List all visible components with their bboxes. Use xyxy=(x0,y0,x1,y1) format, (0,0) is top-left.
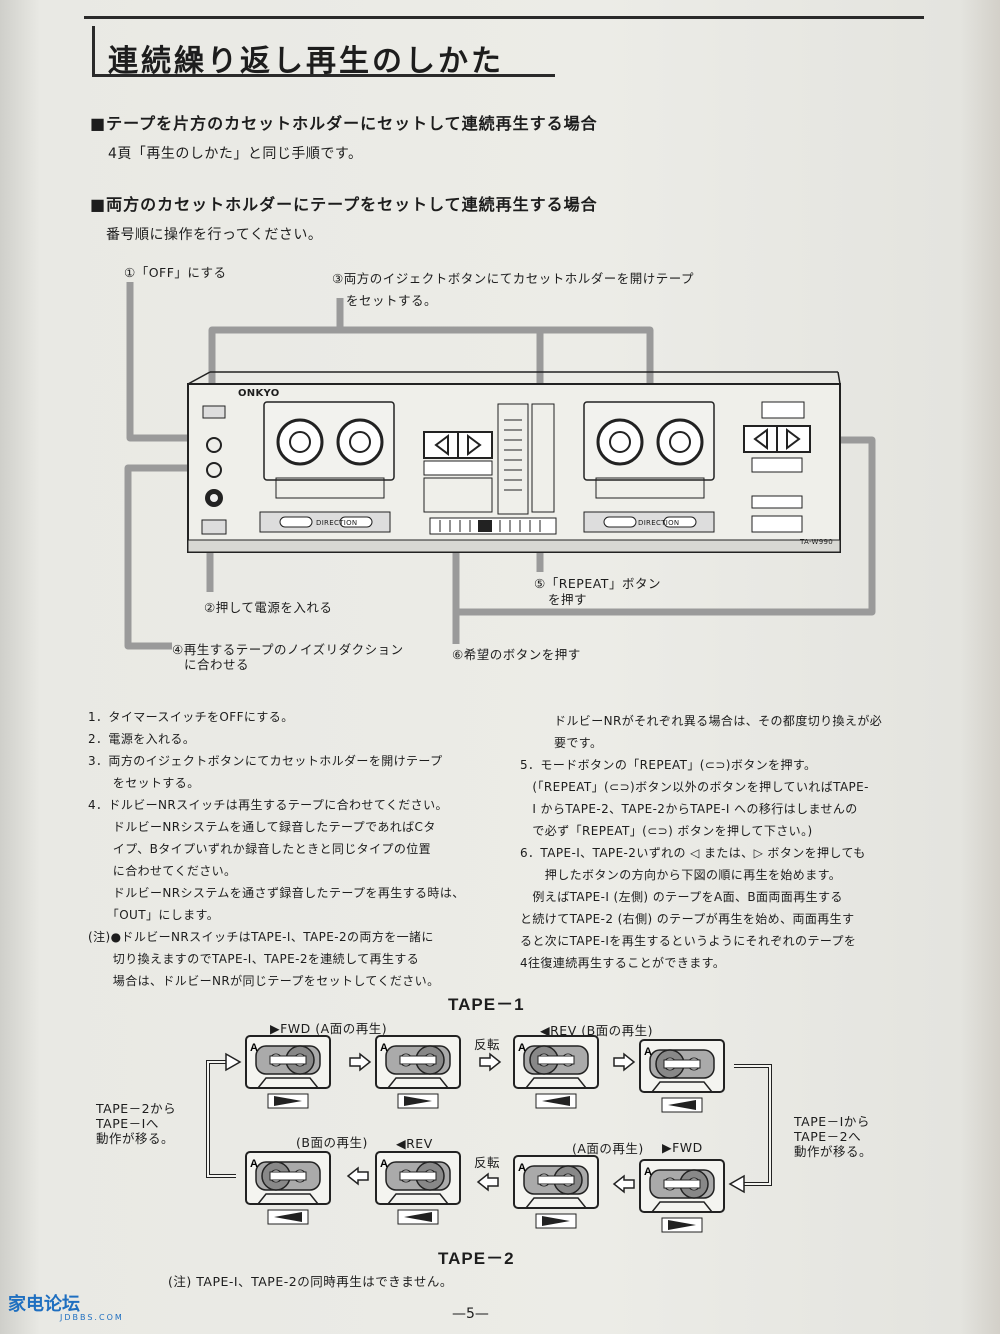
step-line: (「REPEAT」(⊂⊃)ボタン以外のボタンを押していればTAPE- xyxy=(520,780,869,794)
flow-arrow-icon xyxy=(349,1052,372,1072)
tape2-label: TAPE－2 xyxy=(438,1249,515,1268)
side-letter: A xyxy=(644,1166,652,1178)
left-transfer-note: TAPE－2から TAPE－Ⅰへ 動作が移る。 xyxy=(96,1101,176,1146)
steps-right: ドルビーNRがそれぞれ異る場合は、その都度切り換えが必 要です。 5．モードボタ… xyxy=(520,710,882,974)
step-line: (注)●ドルビーNRスイッチはTAPE-Ⅰ、TAPE-2の両方を一諸に xyxy=(88,930,434,944)
section2-body: 番号順に操作を行ってください。 xyxy=(106,227,323,243)
step-line: 要です。 xyxy=(554,736,603,750)
cassette-icon: A xyxy=(513,1155,599,1229)
section1-body: 4頁「再生のしかた」と同じ手順です。 xyxy=(108,146,363,162)
step-line: ドルビーNRシステムを通さず録音したテープを再生する時は、 xyxy=(88,886,465,900)
deck-model: TA-W990 xyxy=(800,538,833,546)
cassette-icon: A xyxy=(245,1035,331,1109)
cassette-icon: A xyxy=(639,1159,725,1233)
step-line: 「OUT」にします。 xyxy=(88,908,220,922)
side-letter: A xyxy=(518,1042,526,1054)
callout-4a: ④再生するテープのノイズリダクション xyxy=(172,642,404,657)
cassette-icon: A xyxy=(245,1151,331,1225)
footnote: (注) TAPE-Ⅰ、TAPE-2の同時再生はできません。 xyxy=(168,1274,453,1289)
flow-arrow-icon xyxy=(612,1174,635,1194)
rev-label: ◀REV xyxy=(396,1136,433,1151)
step-line: ると次にTAPE-Ⅰを再生するというようにそれぞれのテープを xyxy=(520,934,857,948)
side-letter: A xyxy=(250,1158,258,1170)
step-line: 3．両方のイジェクトボタンにてカセットホルダーを開けテープ xyxy=(88,754,443,768)
callout-4b: に合わせる xyxy=(184,657,250,672)
step-line: 切り換えますのでTAPE-Ⅰ、TAPE-2を連続して再生する xyxy=(88,952,420,966)
b-side-label: (B面の再生) xyxy=(296,1135,368,1150)
step-line: に合わせてください。 xyxy=(88,864,237,878)
side-letter: A xyxy=(380,1158,388,1170)
step-line: ドルビーNRシステムを通して録音したテープであればCタ xyxy=(88,820,436,834)
left-direction-label: DIRECTION xyxy=(316,519,358,527)
callout-5b: を押す xyxy=(548,592,588,607)
watermark-logo: 家电论坛 xyxy=(8,1294,80,1315)
note-line: TAPE－2へ xyxy=(794,1129,862,1144)
callout-3a: ③両方のイジェクトボタンにてカセットホルダーを開けテープ xyxy=(332,271,694,286)
side-letter: A xyxy=(518,1162,526,1174)
right-direction-label: DIRECTION xyxy=(638,519,680,527)
note-line: 動作が移る。 xyxy=(96,1131,175,1146)
page-number: —5— xyxy=(452,1306,489,1322)
loop-right xyxy=(734,1064,772,1186)
flow-arrow-icon xyxy=(613,1052,636,1072)
step-line: で必ず「REPEAT」(⊂⊃) ボタンを押して下さい。) xyxy=(520,824,813,838)
page-title: 連続繰り返し再生のしかた xyxy=(108,44,504,79)
cassette-icon: A xyxy=(375,1035,461,1109)
callout-6: ⑥希望のボタンを押す xyxy=(452,647,581,662)
note-line: TAPE－Ⅰへ xyxy=(96,1116,159,1131)
cassette-icon: A xyxy=(639,1039,725,1113)
title-rule xyxy=(84,16,924,19)
step-line: 1．タイマースイッチをOFFにする。 xyxy=(88,710,294,724)
cassette-icon: A xyxy=(513,1035,599,1109)
step-line: 場合は、ドルビーNRが同じテープをセットしてください。 xyxy=(88,974,440,988)
side-letter: A xyxy=(380,1042,388,1054)
watermark-url: JDBBS.COM xyxy=(60,1313,124,1322)
a-side-label: (A面の再生) xyxy=(572,1141,644,1156)
cassette-icon: A xyxy=(375,1151,461,1225)
step-line: 6．TAPE-Ⅰ、TAPE-2いずれの ◁ または、▷ ボタンを押しても xyxy=(520,846,866,860)
step-line: 2．電源を入れる。 xyxy=(88,732,196,746)
step-line: 5．モードボタンの「REPEAT」(⊂⊃)ボタンを押す。 xyxy=(520,758,817,772)
right-transfer-note: TAPE－Ⅰから TAPE－2へ 動作が移る。 xyxy=(794,1114,872,1159)
callout-2: ②押して電源を入れる xyxy=(204,600,333,615)
step-line: 押したボタンの方向から下図の順に再生を始めます。 xyxy=(520,868,842,882)
side-letter: A xyxy=(250,1042,258,1054)
step-line: Ⅰ からTAPE-2、TAPE-2からTAPE-Ⅰ への移行はしませんの xyxy=(520,802,858,816)
section2-heading: ■両方のカセットホルダーにテープをセットして連続再生する場合 xyxy=(90,195,598,214)
step-line: ドルビーNRがそれぞれ異る場合は、その都度切り換えが必 xyxy=(554,714,883,728)
loop-left xyxy=(206,1060,236,1178)
hanten-top: 反転 xyxy=(474,1037,501,1052)
step-line: イプ、Bタイプいずれか録音したときと同じタイプの位置 xyxy=(88,842,432,856)
callout-3b: をセットする。 xyxy=(346,293,438,308)
fwd-a-label: ▶FWD (A面の再生) xyxy=(270,1021,388,1036)
flow-arrow-icon xyxy=(476,1172,499,1192)
rev-b-label: ◀REV (B面の再生) xyxy=(540,1023,654,1038)
step-line: と続けてTAPE-2 (右側) のテープが再生を始め、両面再生す xyxy=(520,912,855,926)
page-edge-shadow xyxy=(960,0,1000,1334)
steps-left: 1．タイマースイッチをOFFにする。 2．電源を入れる。 3．両方のイジェクトボ… xyxy=(88,706,465,992)
section1-heading: ■テープを片方のカセットホルダーにセットして連続再生する場合 xyxy=(90,114,598,133)
deck-brand: ONKYO xyxy=(238,388,280,399)
note-line: 動作が移る。 xyxy=(794,1144,873,1159)
step-line: 4往復連続再生することができます。 xyxy=(520,956,726,970)
note-line: TAPE－2から xyxy=(96,1101,177,1116)
flow-arrow-icon xyxy=(346,1166,369,1186)
title-frame xyxy=(92,26,555,77)
callout-1: ①「OFF」にする xyxy=(124,265,227,280)
hanten-bottom: 反転 xyxy=(474,1155,501,1170)
callout-5a: ⑤「REPEAT」ボタン xyxy=(534,576,661,591)
side-letter: A xyxy=(644,1046,652,1058)
step-line: をセットする。 xyxy=(88,776,200,790)
step-line: 例えばTAPE-Ⅰ (左側) のテープをA面、B面両面再生する xyxy=(520,890,843,904)
fwd-label: ▶FWD xyxy=(662,1140,703,1155)
step-line: 4．ドルビーNRスイッチは再生するテープに合わせてください。 xyxy=(88,798,448,812)
flow-arrow-icon xyxy=(479,1052,502,1072)
tape1-label: TAPE－1 xyxy=(448,995,525,1014)
note-line: TAPE－Ⅰから xyxy=(794,1114,870,1129)
